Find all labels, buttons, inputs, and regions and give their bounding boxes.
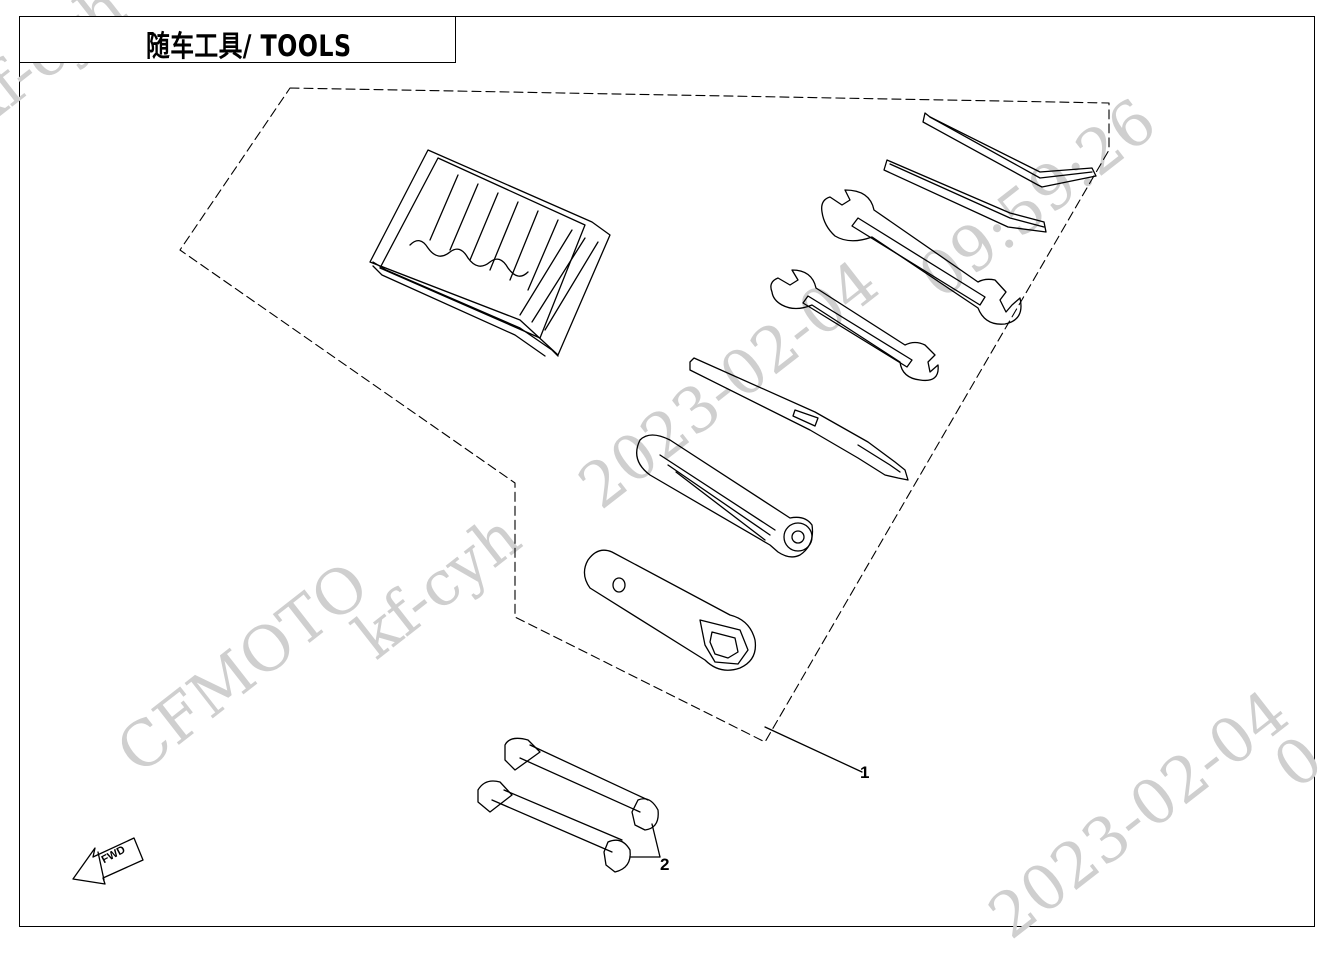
leader-line-2a [651, 823, 661, 858]
allen-key-small [883, 159, 1047, 233]
callout-label-2: 2 [660, 855, 670, 874]
tool-roll-pouch [369, 149, 611, 357]
screwdriver-shaft [689, 357, 909, 481]
drawing-frame [19, 16, 1315, 927]
kit-boundary-outline [179, 87, 1110, 743]
screwdriver-handle [636, 434, 814, 558]
title-box: 随车工具/ TOOLS [19, 16, 456, 63]
wrench-large [821, 189, 1022, 325]
rubber-strap-upper [504, 737, 659, 831]
spark-plug-socket-wrench [583, 549, 757, 671]
page-title: 随车工具/ TOOLS [146, 29, 352, 63]
leader-line-1 [764, 726, 863, 773]
rubber-strap-lower [477, 780, 631, 873]
allen-key-large [922, 112, 1097, 188]
callout-label-1: 1 [860, 763, 870, 782]
fwd-arrow-icon [72, 837, 144, 885]
wrench-small [770, 269, 939, 382]
